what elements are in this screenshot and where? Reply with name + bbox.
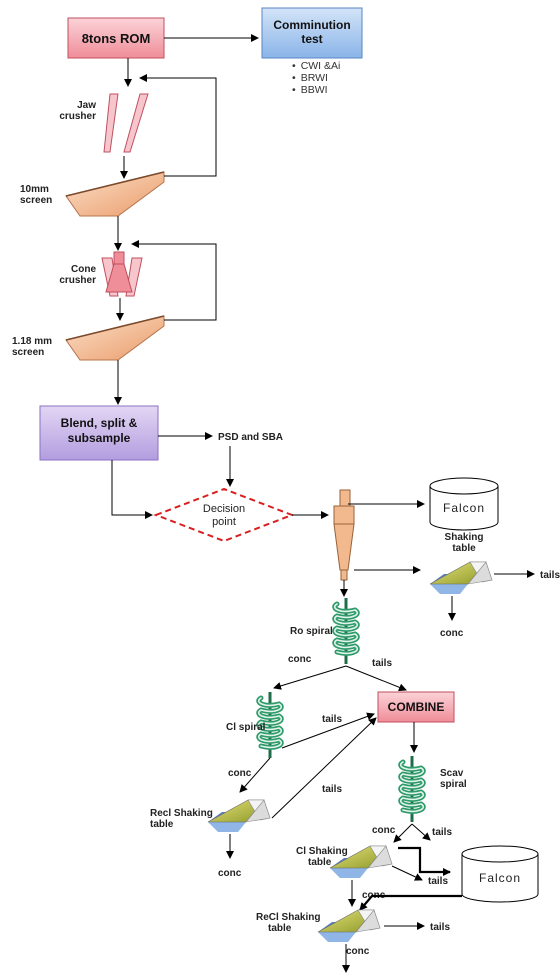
recl-1-tails-label: tails bbox=[322, 784, 342, 795]
cl-conc-label: conc bbox=[228, 768, 252, 779]
cl-tails-label: tails bbox=[322, 714, 342, 725]
blend-label: Blend, split &subsample bbox=[61, 416, 138, 445]
cl-spiral-label: Cl spiral bbox=[226, 722, 266, 733]
recl-2-tails-label: tails bbox=[430, 922, 450, 933]
recycle-loop-2 bbox=[131, 240, 217, 321]
ro-spiral-icon bbox=[335, 598, 358, 664]
arrow-falcon-2-to-recl bbox=[359, 894, 462, 911]
table-1-tails-label: tails bbox=[540, 570, 560, 581]
recl-table-1-icon bbox=[207, 799, 271, 833]
arrow-blend-to-decision bbox=[111, 460, 153, 519]
ro-tails-label: tails bbox=[372, 658, 392, 669]
falcon-2-label: Falcon bbox=[479, 871, 521, 885]
arrow-ro-to-combine bbox=[345, 665, 407, 692]
jaw-crusher-icon bbox=[103, 93, 149, 153]
falcon-2-icon bbox=[461, 845, 539, 903]
blend-box bbox=[39, 405, 159, 461]
arrow-cl-tails-to-combine bbox=[281, 712, 375, 749]
recycle-loop-1 bbox=[139, 74, 217, 177]
arrow-recl-tails-to-combine bbox=[271, 717, 377, 819]
rom-box bbox=[67, 17, 165, 59]
table-1-conc-label: conc bbox=[440, 628, 464, 639]
falcon-1-label: Falcon bbox=[443, 501, 485, 515]
arrow-ro-to-cl-spiral bbox=[273, 665, 347, 690]
screen-10mm-icon bbox=[65, 171, 165, 217]
ro-spiral-label: Ro spiral bbox=[290, 626, 333, 637]
falcon-1-icon bbox=[429, 477, 499, 531]
recl-1-conc-label: conc bbox=[218, 868, 242, 879]
scav-spiral-icon bbox=[401, 756, 424, 822]
scav-tails-label: tails bbox=[432, 827, 452, 838]
arrow-to-falcon-2 bbox=[398, 846, 451, 876]
cl-table-tails-label: tails bbox=[428, 876, 448, 887]
screen-118mm-icon bbox=[65, 315, 165, 361]
test-item: CWI &Ai bbox=[292, 60, 341, 72]
arrow-scav-tails bbox=[411, 823, 431, 841]
scav-conc-label: conc bbox=[372, 825, 396, 836]
comminution-test-list: CWI &Ai BRWI BBWI bbox=[292, 60, 341, 96]
shaking-table-1-icon bbox=[429, 561, 493, 595]
arrow-cl-conc-to-recl-table bbox=[239, 757, 271, 793]
ro-conc-label: conc bbox=[288, 654, 312, 665]
test-item: BBWI bbox=[292, 84, 340, 96]
recl-table-2-icon bbox=[317, 909, 381, 943]
comminution-box bbox=[261, 7, 363, 59]
arrow-cl-table-tails bbox=[391, 865, 423, 881]
arrow-scav-conc bbox=[393, 823, 413, 843]
test-item: BRWI bbox=[292, 72, 340, 84]
psd-label: PSD and SBA bbox=[218, 432, 283, 443]
recl-2-conc-label: conc bbox=[346, 946, 370, 957]
cone-crusher-icon bbox=[101, 251, 143, 297]
rom-label: 8tons ROM bbox=[82, 31, 151, 46]
decision-diamond bbox=[153, 487, 295, 543]
cyclone-icon bbox=[333, 489, 355, 581]
combine-label: COMBINE bbox=[388, 700, 445, 714]
combine-box bbox=[377, 691, 455, 723]
